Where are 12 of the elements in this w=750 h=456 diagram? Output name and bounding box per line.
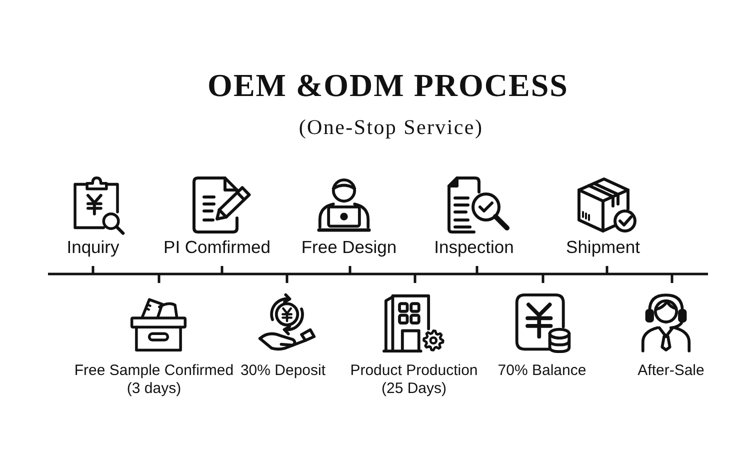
step-label: Free Sample Confirmed (3 days): [73, 362, 235, 398]
step-label: Inspection: [434, 237, 514, 257]
step-label: Shipment: [566, 237, 640, 257]
step-label: After-Sale: [638, 362, 704, 380]
step-label: Product Production (25 Days): [349, 362, 479, 398]
step-label: Inquiry: [66, 237, 120, 257]
step-label: Free Design: [301, 237, 397, 257]
step-label: PI Comfirmed: [164, 237, 270, 257]
step-label: 30% Deposit: [240, 362, 326, 380]
title: OEM &ODM PROCESS: [208, 69, 568, 101]
step-label: 70% Balance: [498, 362, 586, 380]
subtitle: (One-Stop Service): [298, 115, 484, 139]
